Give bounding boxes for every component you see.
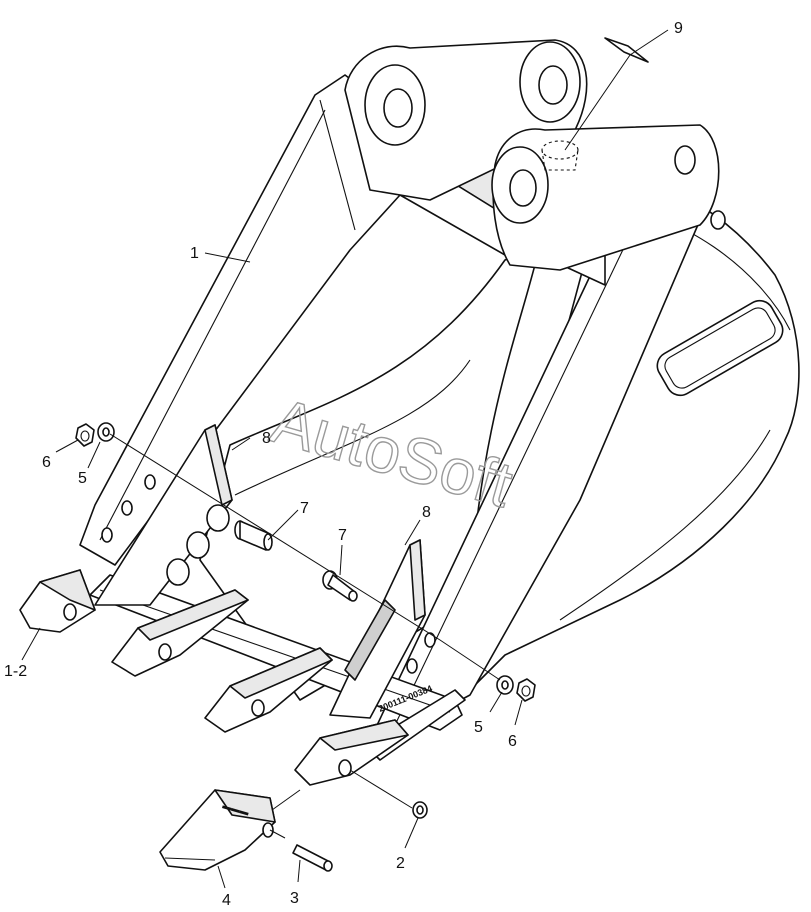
callout-5-left: 5 [78,470,87,487]
grease-plug [604,37,649,63]
callout-6-right: 6 [508,733,517,750]
callout-8-left: 8 [262,430,271,447]
callout-3: 3 [290,890,299,907]
tooth-1 [19,569,96,633]
nut-right [516,678,536,702]
tooth-3 [204,647,333,733]
washer-left [97,422,115,442]
bucket-body [79,39,800,741]
tooth-4 [294,719,409,786]
leader-lines [21,29,669,889]
callout-9: 9 [674,20,683,37]
tooth-pin [292,844,333,872]
retainer-ring [412,801,428,819]
callout-4: 4 [222,892,231,909]
nut-left [75,423,95,447]
loose-tooth: ▬▬▬ [159,789,276,871]
callout-7-right: 7 [338,527,347,544]
callout-1: 1 [190,245,199,262]
side-cutter-left [94,424,233,606]
callout-1-2: 1-2 [4,663,27,680]
side-cutter-right [329,539,426,719]
washer-right [496,675,514,695]
tooth-2 [111,589,249,677]
callout-8-right: 8 [422,504,431,521]
bolt-right [322,570,358,602]
callout-7-left: 7 [300,500,309,517]
callout-2: 2 [396,855,405,872]
callout-6-left: 6 [42,454,51,471]
bolt-left [234,520,273,551]
callout-5-right: 5 [474,719,483,736]
